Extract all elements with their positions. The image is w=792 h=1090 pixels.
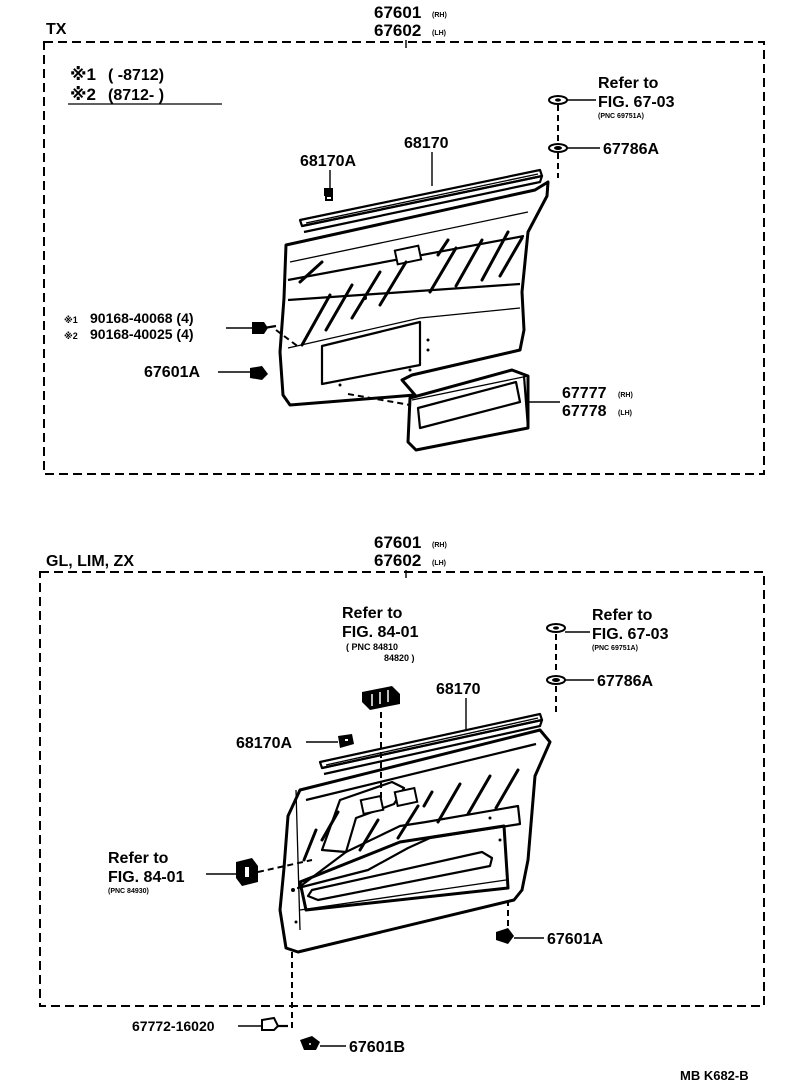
assy-rh-suffix-bottom: (RH) bbox=[432, 542, 447, 549]
clip-icon bbox=[548, 95, 568, 105]
ref-clip-bottom-line3: (PNC 69751A) bbox=[592, 645, 638, 652]
part-68170-bottom: 68170 bbox=[436, 681, 481, 698]
clip-67601B-icon bbox=[300, 1036, 320, 1050]
note2-mark: ※2 bbox=[70, 85, 96, 104]
assy-rh-number: 67601 bbox=[374, 3, 421, 22]
part-67786A: 67786A bbox=[603, 141, 659, 158]
screw1-mark: ※1 bbox=[64, 315, 78, 325]
screw1-text: 90168-40068 (4) bbox=[90, 310, 194, 326]
assy-rh-number-bottom: 67601 bbox=[374, 533, 421, 552]
ref-lamp-line1: Refer to bbox=[108, 850, 169, 867]
door-trim-panel-tx bbox=[278, 180, 550, 407]
ref-switch-line2: FIG. 84-01 bbox=[342, 624, 419, 641]
clip-67601A-icon bbox=[250, 366, 268, 380]
part-68170A-bottom: 68170A bbox=[236, 735, 292, 752]
screw-67772-icon bbox=[261, 1016, 288, 1031]
part-67601A: 67601A bbox=[144, 364, 200, 381]
clip-icon-bottom bbox=[546, 623, 566, 633]
section-gl-label: GL, LIM, ZX bbox=[46, 553, 134, 570]
ref-clip-bottom-line2: FIG. 67-03 bbox=[592, 626, 669, 643]
part-68170: 68170 bbox=[404, 135, 449, 152]
clip-67601A-bottom-icon bbox=[496, 928, 514, 944]
section-gl-lim-zx: GL, LIM, ZX 67601 (RH) 67602 (LH) Refer … bbox=[39, 533, 765, 1056]
note2-range: (8712- ) bbox=[108, 87, 164, 104]
ref-switch-line3: ( PNC 84810 bbox=[346, 642, 398, 652]
part-67601B: 67601B bbox=[349, 1039, 405, 1056]
figure-code: MB K682-B bbox=[680, 1068, 749, 1083]
ref-clip-line2: FIG. 67-03 bbox=[598, 94, 675, 111]
section-tx-frame bbox=[43, 41, 765, 475]
note1-range: ( -8712) bbox=[108, 67, 164, 84]
courtesy-lamp-icon bbox=[236, 858, 258, 886]
assy-rh-suffix: (RH) bbox=[432, 12, 447, 19]
pocket-lh-suffix: (LH) bbox=[618, 410, 632, 417]
door-trim-panel-gl bbox=[278, 728, 552, 954]
assy-lh-suffix-bottom: (LH) bbox=[432, 560, 446, 567]
grommet-icon-bottom bbox=[546, 675, 566, 685]
pocket-lh-number: 67778 bbox=[562, 403, 607, 420]
part-67601A-bottom: 67601A bbox=[547, 931, 603, 948]
section-tx-label: TX bbox=[46, 21, 67, 38]
assy-lh-number-bottom: 67602 bbox=[374, 551, 421, 570]
door-pocket bbox=[406, 368, 530, 452]
section-gl-frame bbox=[39, 571, 765, 1007]
screw-icon bbox=[252, 322, 277, 334]
ref-clip-bottom-line1: Refer to bbox=[592, 607, 653, 624]
ref-clip-line3: (PNC 69751A) bbox=[598, 113, 644, 120]
note1-mark: ※1 bbox=[70, 65, 96, 84]
part-67772: 67772-16020 bbox=[132, 1018, 215, 1034]
clip-68170A-icon bbox=[324, 188, 333, 201]
ref-lamp-line3: (PNC 84930) bbox=[108, 888, 149, 895]
screw2-text: 90168-40025 (4) bbox=[90, 326, 194, 342]
section-tx: TX 67601 (RH) 67602 (LH) ※1 ( -8712) ※2 … bbox=[43, 3, 765, 475]
ref-switch-line4: 84820 ) bbox=[384, 653, 415, 663]
assy-lh-number: 67602 bbox=[374, 21, 421, 40]
ref-lamp-line2: FIG. 84-01 bbox=[108, 869, 185, 886]
clip-68170A-bottom-icon bbox=[338, 734, 354, 748]
pocket-rh-suffix: (RH) bbox=[618, 392, 633, 399]
grommet-icon bbox=[548, 143, 568, 153]
weatherstrip-68170 bbox=[298, 168, 544, 234]
ref-clip-line1: Refer to bbox=[598, 75, 659, 92]
assy-lh-suffix: (LH) bbox=[432, 30, 446, 37]
ref-switch-line1: Refer to bbox=[342, 605, 403, 622]
part-68170A: 68170A bbox=[300, 153, 356, 170]
window-switch-icon bbox=[362, 686, 400, 710]
screw2-mark: ※2 bbox=[64, 331, 78, 341]
part-67786A-bottom: 67786A bbox=[597, 673, 653, 690]
pocket-rh-number: 67777 bbox=[562, 385, 607, 402]
